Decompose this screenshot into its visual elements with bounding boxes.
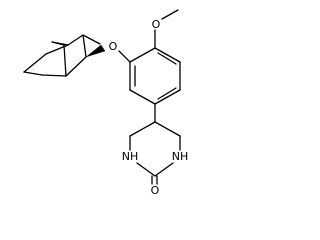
nh-left-label: NH — [122, 150, 139, 163]
bond — [161, 9, 179, 20]
bond — [154, 162, 174, 177]
bond — [23, 53, 47, 73]
cyclic-urea-ring — [129, 121, 181, 177]
bond — [51, 41, 65, 46]
wedge-bond — [85, 44, 106, 58]
bond — [154, 89, 181, 105]
bond — [67, 34, 84, 46]
carbonyl-oxygen-label: O — [151, 184, 160, 197]
double-bond-line — [157, 87, 177, 100]
bond — [129, 47, 156, 63]
bond — [82, 34, 87, 58]
bond — [154, 47, 181, 63]
double-bond-line — [157, 52, 177, 65]
norbornane-ring — [23, 34, 101, 77]
methoxy-oxygen-label: O — [152, 18, 161, 31]
bond — [63, 44, 67, 77]
bond — [154, 121, 181, 137]
bond — [82, 34, 101, 45]
bond — [23, 71, 43, 76]
chemical-structure: O O NH NH O — [23, 9, 189, 197]
nh-right-label: NH — [172, 150, 189, 163]
bond — [41, 74, 67, 77]
bond — [129, 121, 156, 137]
bond — [65, 56, 87, 77]
bond — [129, 89, 156, 105]
bond — [136, 162, 156, 177]
benzene-ring — [129, 47, 181, 105]
bond — [118, 50, 131, 63]
ether-oxygen-label: O — [109, 40, 118, 53]
